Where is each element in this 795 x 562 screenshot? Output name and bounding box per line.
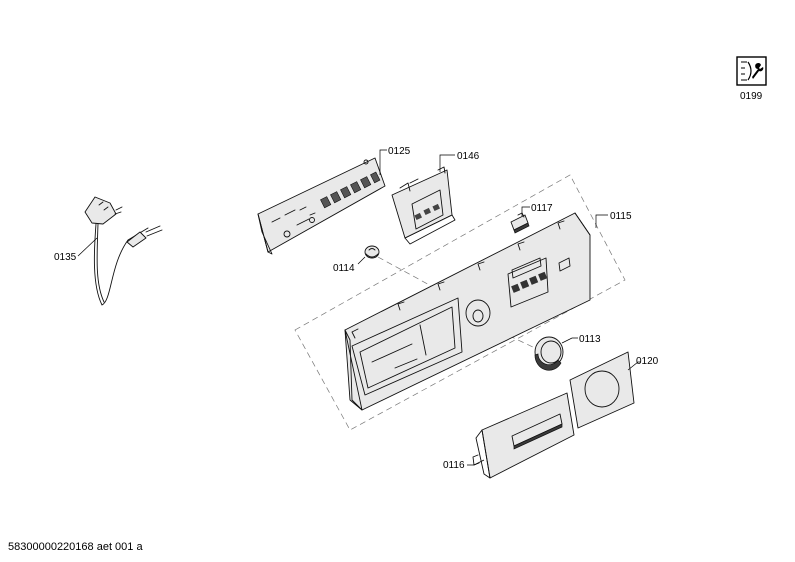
- part-0115-control-panel[interactable]: [344, 212, 591, 411]
- part-0120-decor-panel[interactable]: [569, 351, 635, 429]
- part-0117-button[interactable]: [510, 212, 530, 234]
- label-0117: 0117: [531, 203, 553, 214]
- assembly-outline: [294, 174, 626, 431]
- leader-0114-dashed: [377, 256, 436, 289]
- service-wrench-icon[interactable]: [736, 56, 767, 86]
- part-0114-knob-cap[interactable]: [364, 245, 380, 259]
- label-0116: 0116: [443, 460, 465, 471]
- label-0115: 0115: [610, 211, 632, 222]
- label-0199: 0199: [740, 91, 763, 102]
- label-0146: 0146: [457, 151, 480, 162]
- label-0125: 0125: [388, 146, 411, 157]
- label-0113: 0113: [579, 334, 601, 345]
- part-0146-display-module[interactable]: [391, 166, 456, 245]
- label-0135: 0135: [54, 252, 77, 263]
- part-0116-drawer-handle[interactable]: [472, 392, 575, 479]
- part-0125-control-board[interactable]: [257, 157, 386, 255]
- drawing-id: 58300000220168 aet 001 a: [8, 541, 143, 553]
- part-0135-power-cord[interactable]: [84, 196, 163, 306]
- label-0114: 0114: [333, 263, 355, 274]
- part-0113-program-knob[interactable]: [534, 336, 564, 371]
- label-0120: 0120: [636, 356, 659, 367]
